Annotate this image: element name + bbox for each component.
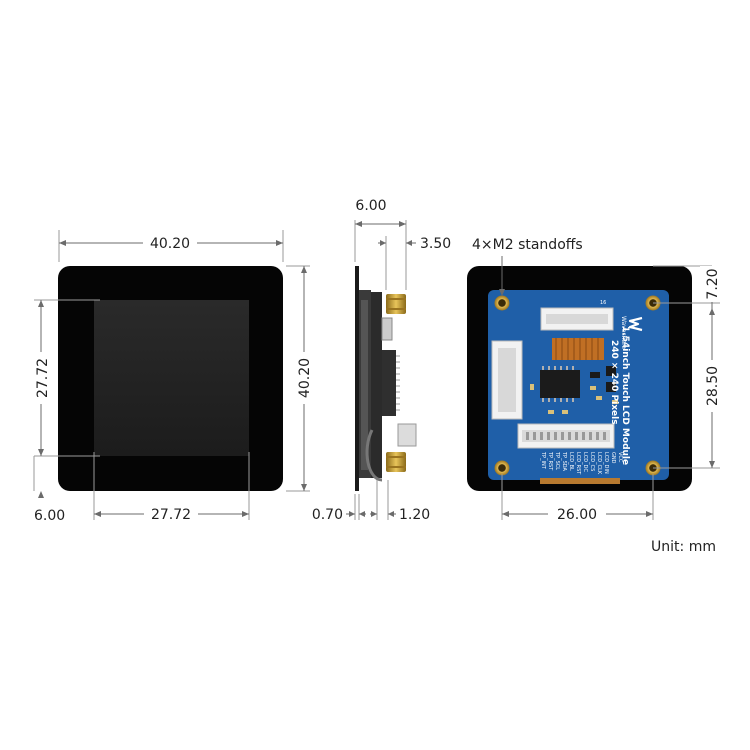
back-top-offset-label: 7.20 [705,268,721,299]
back-horizontal-spacing-label: 26.00 [557,507,597,523]
side-total-depth-label: 6.00 [355,198,386,214]
copper-ribbon [552,338,604,360]
pin-label: TP_INT [540,451,546,470]
side-glass-panel [355,266,359,491]
pin-label: LCD_CLK [596,452,602,475]
pin-label: TP_SDA [561,451,567,472]
front-offset-label: 6.00 [34,508,65,524]
back-vertical-spacing-label: 28.50 [705,366,721,406]
back-view: 16 [467,237,724,524]
pin-label: LCD_CS [589,452,595,471]
front-height-left-label: 27.72 [35,358,51,398]
pin-label: LCD_BL [568,452,574,471]
side-panel-thickness-label: 0.70 [312,507,343,523]
pin-label: GND [610,452,616,464]
pin-labels: VCC GND LCD_DIN LCD_CLK LCD_CS LCD_DC LC… [540,451,623,475]
front-view: 40.20 27.72 40.20 27.72 6.00 [31,230,316,524]
standoff-label: 4×M2 standoffs [472,237,583,253]
front-height-right-label: 40.20 [297,358,313,398]
side-pcb [371,292,382,478]
front-width-bottom-label: 27.72 [151,507,191,523]
pin-label: LCD_DIN [603,452,609,474]
side-board-thickness-label: 1.20 [399,507,430,523]
pin-label: VCC [617,452,623,463]
pin-label: TP_SCL [554,451,560,470]
side-view: 6.00 3.50 0.70 1.20 [312,198,451,523]
unit-label: Unit: mm [651,539,716,555]
pin-label: LCD_DC [582,452,588,472]
side-standoff-bottom [386,452,406,472]
pin-label: LCD_RST [575,452,581,475]
brand-name: Waveshare [620,316,627,349]
front-width-top-label: 40.20 [150,236,190,252]
mount-hole-top-left [494,295,510,311]
pcb-title-line2: 240 × 240 Pixels [609,340,619,425]
front-display-area [94,300,249,456]
pcb-title-line1: 1.54inch Touch LCD Module [620,326,630,465]
waveshare-logo: Waveshare [620,316,643,349]
side-standoff-depth-label: 3.50 [420,236,451,252]
pin-label: TP_RST [547,451,553,471]
main-ic [540,370,580,398]
mount-hole-bottom-left [494,460,510,476]
side-standoff-top [386,294,406,314]
connector-number: 16 [600,300,606,306]
